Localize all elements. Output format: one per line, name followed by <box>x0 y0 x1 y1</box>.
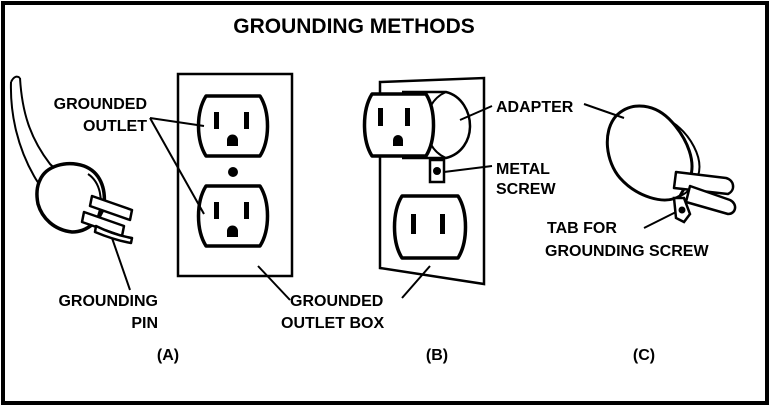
grounding-pin-icon <box>93 224 134 245</box>
label-grounded-outlet-box-line1: GROUNDED <box>290 293 383 310</box>
label-grounded-outlet-box-line2: OUTLET BOX <box>281 315 384 332</box>
plug-prong-icon <box>88 194 134 222</box>
label-tab-line2: GROUNDING SCREW <box>545 243 709 260</box>
label-adapter: ADAPTER <box>496 99 574 116</box>
label-grounded-outlet-line1: GROUNDED <box>54 96 147 113</box>
duplex-outlet-illustration <box>176 72 294 278</box>
adapter-prong-icon <box>684 184 737 216</box>
panel-label-b: (B) <box>426 347 448 364</box>
grounded-plug-illustration <box>9 75 134 245</box>
metal-screw-icon <box>433 167 441 175</box>
receptacle-upper <box>196 94 270 158</box>
panel-label-c: (C) <box>633 347 655 364</box>
cover-screw-icon <box>228 167 238 177</box>
label-metal-screw-line1: METAL <box>496 161 550 178</box>
label-tab-line1: TAB FOR <box>547 220 617 237</box>
panel-letters: (A) (B) (C) <box>157 347 655 364</box>
label-grounding-pin-line2: PIN <box>131 315 158 332</box>
panel-label-a: (A) <box>157 347 179 364</box>
label-grounding-pin-line1: GROUNDING <box>58 293 158 310</box>
grounding-adapter-illustration <box>605 104 737 224</box>
leader-lines <box>111 103 677 301</box>
label-grounded-outlet-line2: OUTLET <box>83 118 147 135</box>
label-metal-screw-line2: SCREW <box>496 181 556 198</box>
callout-labels: GROUNDED OUTLET GROUNDING PIN GROUNDED O… <box>54 96 710 332</box>
diagram-title: GROUNDING METHODS <box>233 15 475 38</box>
adapter-face <box>362 92 436 158</box>
receptacle-lower <box>392 194 468 260</box>
adapter-outlet-illustration <box>362 76 486 286</box>
